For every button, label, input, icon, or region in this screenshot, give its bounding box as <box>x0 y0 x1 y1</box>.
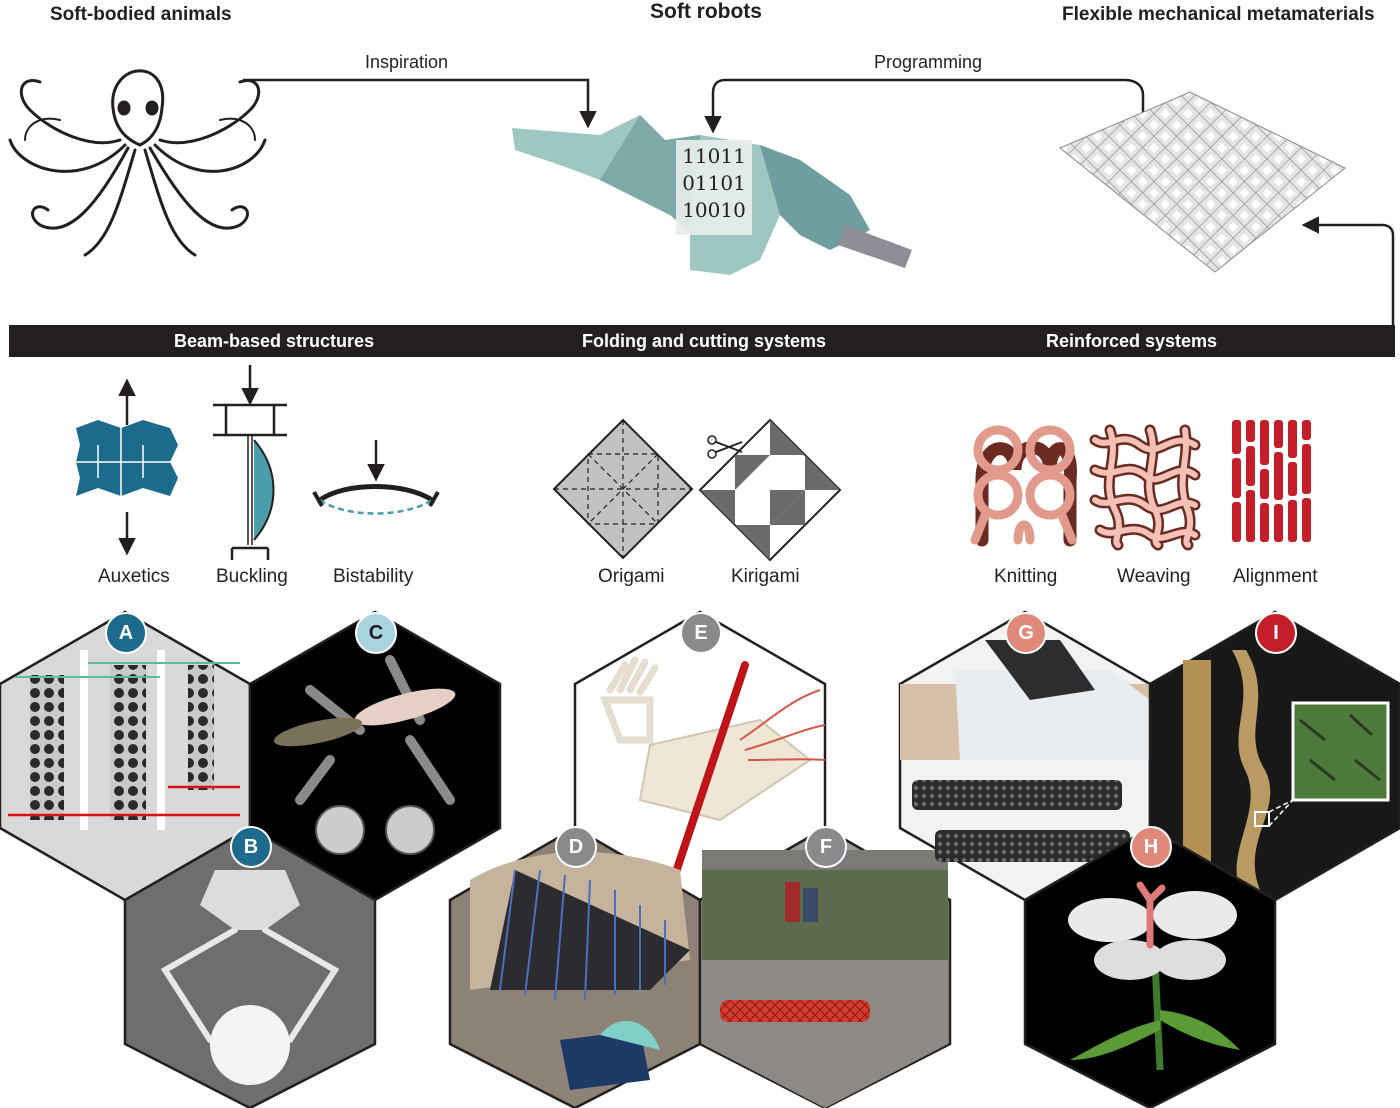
label-bistability: Bistability <box>333 566 414 587</box>
label-weaving: Weaving <box>1117 566 1191 587</box>
badge-g: G <box>1005 612 1047 654</box>
alignment-icon <box>1232 420 1311 542</box>
badge-b: B <box>230 826 272 868</box>
bistability-icon <box>312 440 440 515</box>
label-kirigami: Kirigami <box>731 566 800 587</box>
code-line: 11011 <box>682 144 746 168</box>
badge-e: E <box>680 612 722 654</box>
panel-c-photo <box>248 610 502 902</box>
kirigami-icon <box>698 418 842 562</box>
label-knitting: Knitting <box>994 566 1058 587</box>
panel-a-photo <box>0 610 252 902</box>
panel-i-photo <box>1148 610 1400 902</box>
badge-c: C <box>355 612 397 654</box>
badge-f: F <box>805 826 847 868</box>
programming-label: Programming <box>874 52 983 72</box>
code-line: 01101 <box>682 171 746 195</box>
badge-d: D <box>555 826 597 868</box>
origami-icon <box>552 418 694 560</box>
auxetics-icon <box>76 378 178 556</box>
buckling-icon <box>213 365 287 560</box>
label-alignment: Alignment <box>1233 566 1318 587</box>
panel-d-photo <box>448 826 702 1108</box>
label-origami: Origami <box>598 566 665 587</box>
badge-h: H <box>1130 826 1172 868</box>
category-reinforced: Reinforced systems <box>1046 331 1218 351</box>
badge-i: I <box>1255 612 1297 654</box>
header-soft-bodied-animals: Soft-bodied animals <box>50 4 232 25</box>
category-bar: Beam-based structures Folding and cuttin… <box>9 325 1395 357</box>
soft-robot-image <box>512 115 912 275</box>
panel-b-photo <box>123 826 377 1108</box>
knitting-icon-fill <box>970 425 1077 545</box>
badge-a: A <box>105 612 147 654</box>
octopus-illustration <box>8 69 267 257</box>
robot-binary-code: 11011 01101 10010 <box>678 143 750 224</box>
inspiration-label: Inspiration <box>365 52 449 72</box>
header-metamaterials: Flexible mechanical metamaterials <box>1062 4 1375 25</box>
panel-h-photo <box>1023 826 1277 1108</box>
code-line: 10010 <box>682 198 746 222</box>
category-beam-based: Beam-based structures <box>174 331 375 351</box>
weaving-icon-fill <box>1092 427 1198 548</box>
label-auxetics: Auxetics <box>98 566 170 587</box>
category-folding-cutting: Folding and cutting systems <box>582 331 827 351</box>
panel-e-photo <box>573 610 827 902</box>
metamaterial-lattice <box>1059 91 1346 273</box>
panel-g-photo <box>898 610 1152 902</box>
header-soft-robots: Soft robots <box>650 0 762 23</box>
label-buckling: Buckling <box>216 566 288 587</box>
panel-f-photo <box>698 826 952 1108</box>
